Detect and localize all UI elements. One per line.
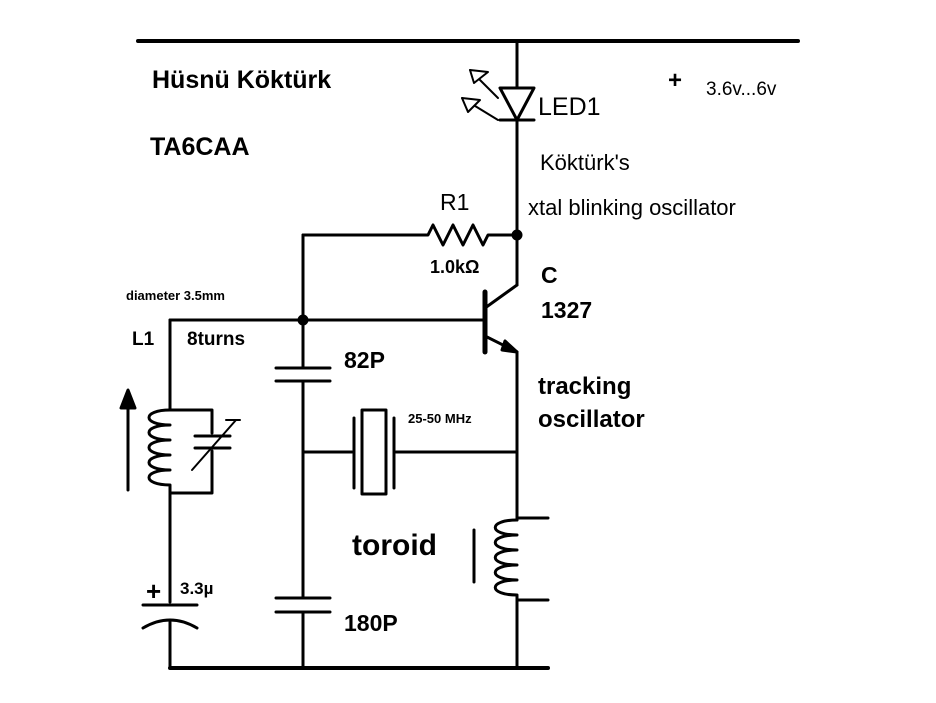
tuning-arrow-icon: [119, 388, 137, 492]
transistor-part-line: 1327: [541, 297, 592, 323]
capacitor-82p: [274, 366, 332, 383]
trimmer-capacitor: [168, 408, 241, 495]
capacitor-180p: [274, 596, 332, 614]
title-line-2: xtal blinking oscillator: [528, 195, 736, 220]
electrolytic-plus-sign: +: [146, 576, 161, 606]
crystal-xtal: [352, 408, 396, 496]
led-diode: [498, 86, 536, 122]
author-callsign: TA6CAA: [150, 133, 250, 161]
transistor-type-line: C: [541, 262, 558, 288]
cap-top-label: 82P: [344, 347, 385, 373]
electrolytic-capacitor: [141, 603, 199, 630]
supply-plus-sign: +: [668, 67, 682, 94]
crystal-label: 25-50 MHz: [408, 411, 472, 426]
led-label: LED1: [538, 93, 601, 121]
resistor-value: 1.0kΩ: [430, 257, 479, 277]
resistor-r1: [301, 223, 519, 247]
toroid-coil: [494, 518, 519, 602]
resistor-label: R1: [440, 189, 469, 215]
title-line-1: Köktürk's: [540, 150, 630, 175]
electrolytic-value: 3.3µ: [180, 579, 213, 598]
coil-label: L1: [132, 329, 155, 350]
coil-l1: [147, 408, 172, 497]
coil-diameter: diameter 3.5mm: [126, 288, 225, 303]
cap-bottom-label: 180P: [344, 610, 398, 636]
toroid-label: toroid: [352, 529, 437, 562]
oscillator-note-line-2: oscillator: [538, 406, 645, 433]
oscillator-note-line-1: tracking: [538, 373, 631, 400]
author-name: Hüsnü Köktürk: [152, 66, 331, 94]
coil-turns: 8turns: [187, 329, 245, 350]
transistor-c1327: [482, 283, 519, 355]
led-light-arrows-icon: [461, 69, 499, 121]
supply-voltage: 3.6v...6v: [706, 79, 777, 100]
